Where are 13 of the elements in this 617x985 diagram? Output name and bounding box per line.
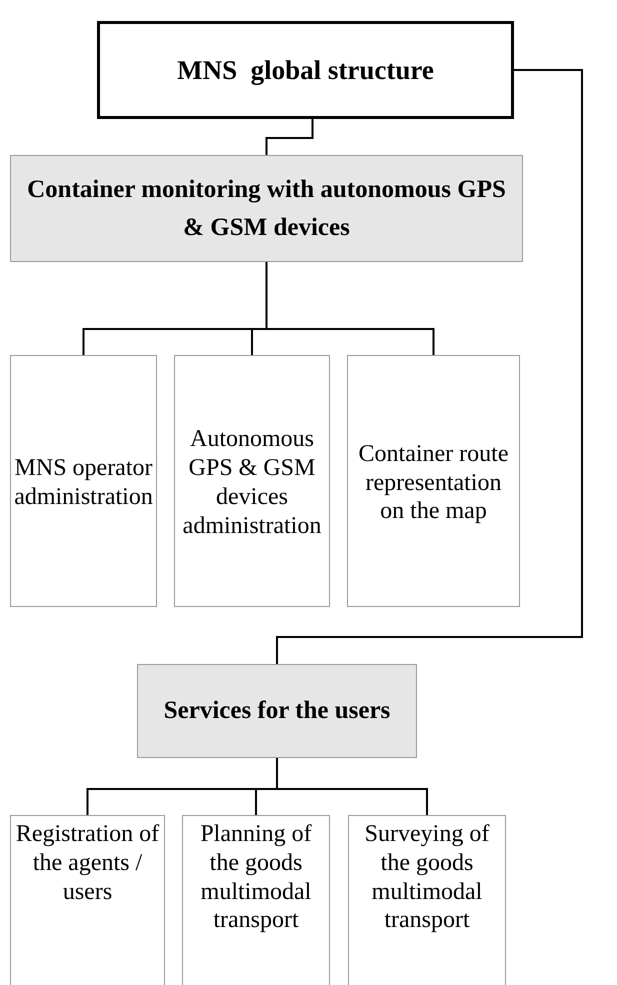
connector-line: [266, 262, 434, 355]
title-box: MNS global structure: [97, 21, 514, 119]
connector-line: [276, 758, 428, 815]
connector-line: [266, 119, 314, 155]
process-box: Container monitoring with autonomous GPS & GSM devices: [10, 155, 523, 262]
process-box: Autonomous GPS & GSM devices administration: [174, 355, 330, 607]
process-box: Registration of the agents / users: [10, 815, 165, 985]
process-box: Planning of the goods multimodal transport: [182, 815, 330, 985]
connector-line: [276, 69, 583, 664]
process-box: Container route representation on the map: [347, 355, 520, 607]
process-box: Services for the users: [137, 664, 417, 758]
process-box: MNS operator administration: [10, 355, 157, 607]
process-box: Surveying of the goods multimodal transport: [348, 815, 506, 985]
